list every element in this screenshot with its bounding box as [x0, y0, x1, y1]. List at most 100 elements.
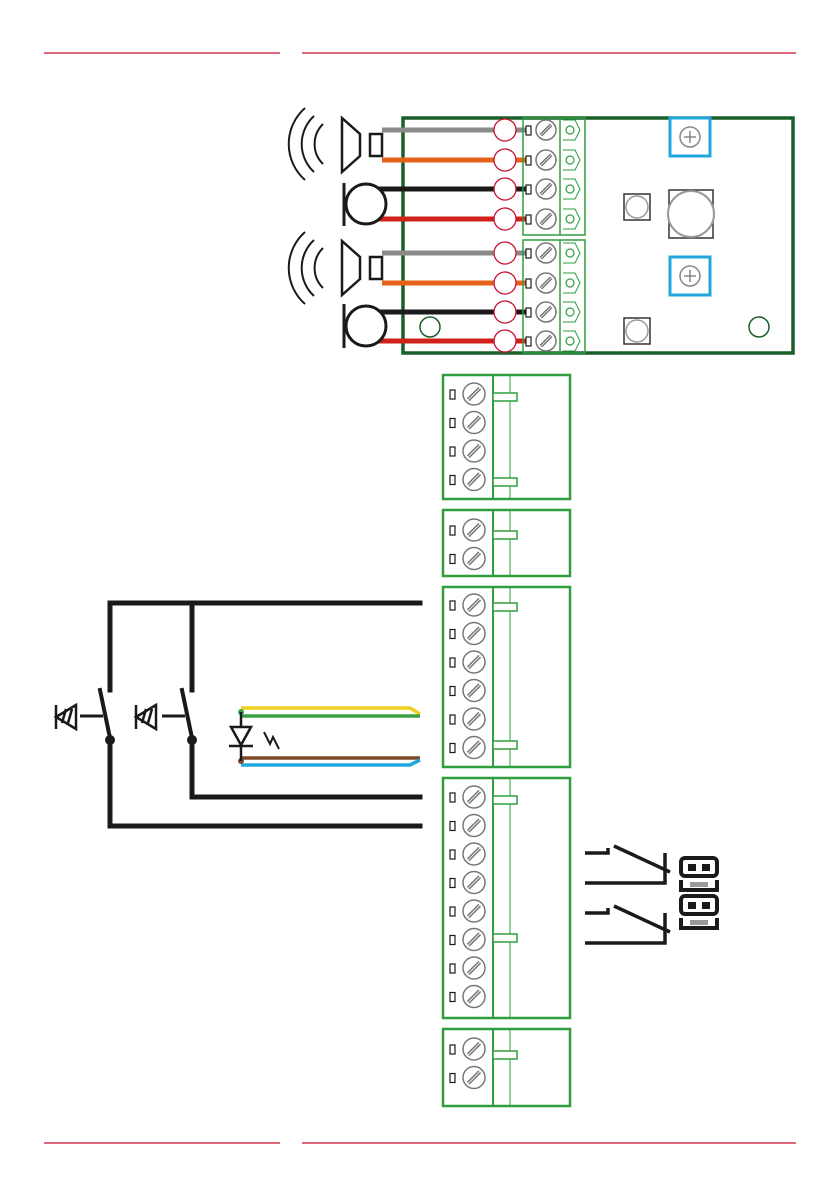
wire-yellow [241, 708, 420, 714]
connector-pin-tab [450, 879, 455, 888]
relay-contact-2 [585, 906, 670, 943]
switch-2-pivot [187, 735, 197, 745]
common-wire [110, 603, 420, 690]
connector-screw [463, 900, 485, 922]
connector-4 [443, 778, 570, 1018]
connector-pin-tab [450, 993, 455, 1002]
connector-screw [463, 843, 485, 865]
connector-pin-tab [450, 687, 455, 696]
connector-pin-tab [450, 630, 455, 639]
pcb-pin-tab [526, 249, 531, 258]
connector-pin-tab [450, 964, 455, 973]
connector-screw [463, 651, 485, 673]
pcb-socket [566, 215, 574, 223]
connector-pin-tab [450, 419, 455, 428]
connector-pin-tab [450, 744, 455, 753]
terminal-marker [494, 242, 516, 264]
connector-pin-tab [450, 793, 455, 802]
pcb-socket [566, 279, 574, 287]
led-left [624, 194, 650, 220]
pcb-screw [536, 243, 556, 263]
switch-1-pivot [105, 735, 115, 745]
connector-pin-tab [450, 476, 455, 485]
connector-2 [443, 510, 570, 576]
terminal-marker [494, 149, 516, 171]
connector-pin-tab [450, 526, 455, 535]
potentiometer-top[interactable] [670, 118, 710, 156]
connector-screws [450, 383, 485, 1089]
pcb-socket [566, 126, 574, 134]
connector-pin-tab [450, 601, 455, 610]
button-2-return-wire [192, 740, 420, 797]
microphone-2 [344, 304, 386, 348]
connector-pin-tab [450, 1074, 455, 1083]
connector-screw [463, 548, 485, 570]
switch-2-lever [182, 690, 192, 738]
connector-screw [463, 986, 485, 1008]
connector-screw [463, 815, 485, 837]
led-bottom [624, 318, 650, 344]
illuminated-button-icon-2 [136, 705, 156, 729]
wire-blue [241, 760, 420, 765]
pcb-screw [536, 331, 556, 351]
button-1-return-wire [110, 740, 420, 826]
connector-screw [463, 929, 485, 951]
jumper-2[interactable] [681, 896, 717, 928]
pcb-pin-tab [526, 126, 531, 135]
loudspeaker-2 [289, 232, 382, 304]
connector-screw [463, 623, 485, 645]
push-button[interactable] [668, 190, 714, 238]
potentiometer-bottom[interactable] [670, 257, 710, 295]
connector-screw [463, 1067, 485, 1089]
connector-pin-tab [450, 658, 455, 667]
terminal-marker [494, 119, 516, 141]
connector-screw [463, 957, 485, 979]
connector-screw [463, 383, 485, 405]
terminal-marker [494, 330, 516, 352]
connector-screw [463, 1038, 485, 1060]
connector-pin-tab [450, 447, 455, 456]
connector-pin-tab [450, 936, 455, 945]
pcb-pin-tab [526, 215, 531, 224]
pcb-pin-tab [526, 279, 531, 288]
connector-3 [443, 587, 570, 767]
connector-screw [463, 412, 485, 434]
microphone-1 [344, 183, 386, 226]
pcb-socket [566, 308, 574, 316]
pcb-screw [536, 302, 556, 322]
pcb-socket [566, 249, 574, 257]
led-wires [241, 708, 420, 765]
connector-screw [463, 594, 485, 616]
audio-module [378, 118, 793, 353]
pcb-screw [536, 273, 556, 293]
led-diode-icon [229, 712, 279, 761]
connector-pin-tab [450, 555, 455, 564]
relay-contact-1 [585, 846, 670, 883]
connector-screw [463, 786, 485, 808]
connector-column [443, 375, 570, 1106]
pcb-socket [566, 185, 574, 193]
pcb-outline [403, 118, 793, 353]
terminal-marker [494, 272, 516, 294]
connector-screw [463, 519, 485, 541]
pcb-screw [536, 120, 556, 140]
connector-pin-tab [450, 822, 455, 831]
loudspeaker-1 [289, 108, 382, 180]
terminal-marker [494, 178, 516, 200]
pcb-pin-tab [526, 337, 531, 346]
switch-1-lever [100, 690, 110, 738]
connector-pin-tab [450, 1045, 455, 1054]
jumper-1[interactable] [681, 858, 717, 890]
terminal-marker [494, 208, 516, 230]
pcb-pin-tab [526, 185, 531, 194]
connector-pin-tab [450, 907, 455, 916]
connector-1 [443, 375, 570, 499]
connector-screw [463, 872, 485, 894]
terminal-marker [494, 301, 516, 323]
pcb-screw [536, 179, 556, 199]
connector-pin-tab [450, 390, 455, 399]
pcb-pin-tab [526, 308, 531, 317]
connector-pin-tab [450, 850, 455, 859]
connector-pin-tab [450, 715, 455, 724]
